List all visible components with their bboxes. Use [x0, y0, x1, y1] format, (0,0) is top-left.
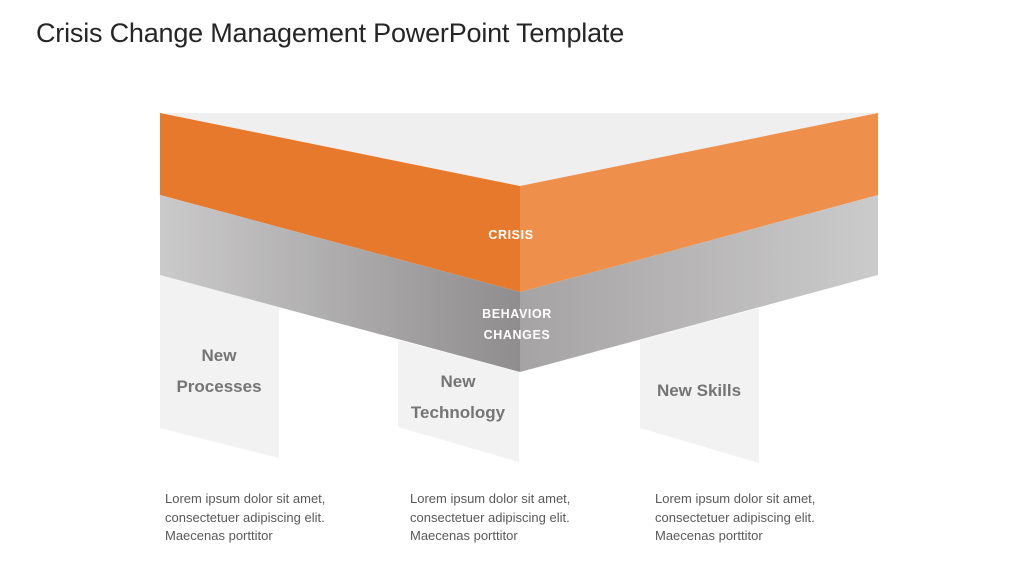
column-label-new-technology: New Technology — [410, 372, 506, 422]
behavior-band-label: BEHAVIOR CHANGES — [457, 304, 577, 346]
crisis-band-left-face — [160, 113, 520, 292]
crisis-band-label: CRISIS — [488, 228, 534, 242]
behavior-label-line2: CHANGES — [483, 328, 551, 342]
column-new-technology-left-face — [398, 340, 519, 462]
column-new-skills-right-face — [759, 275, 878, 463]
column-new-processes-right-face — [279, 307, 398, 458]
column-label-new-skills: New Skills — [656, 381, 742, 400]
behavior-band-right-face — [520, 195, 878, 372]
behavior-label-line1: BEHAVIOR — [482, 307, 552, 321]
column-description-new-processes: Lorem ipsum dolor sit amet, consectetuer… — [165, 491, 326, 543]
column-description-new-technology: Lorem ipsum dolor sit amet, consectetuer… — [410, 491, 571, 543]
column-label-new-processes: New Processes — [176, 346, 262, 396]
column-new-technology-right-face — [519, 340, 640, 462]
v-top-surface — [160, 113, 878, 186]
column-new-skills-left-face — [640, 308, 759, 463]
column-description-new-skills: Lorem ipsum dolor sit amet, consectetuer… — [655, 491, 816, 543]
column-new-processes-left-face — [160, 275, 279, 458]
behavior-band-left-face — [160, 195, 520, 372]
slide-title: Crisis Change Management PowerPoint Temp… — [36, 18, 625, 48]
crisis-band-right-face — [520, 113, 878, 292]
